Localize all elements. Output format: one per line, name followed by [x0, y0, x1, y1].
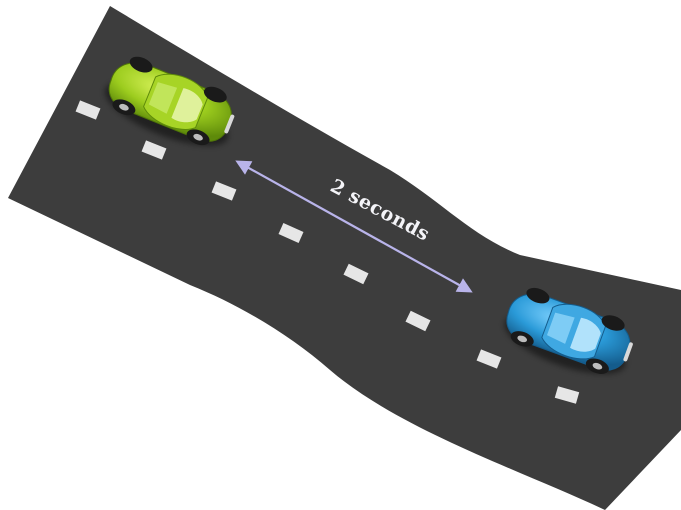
road — [8, 6, 681, 510]
